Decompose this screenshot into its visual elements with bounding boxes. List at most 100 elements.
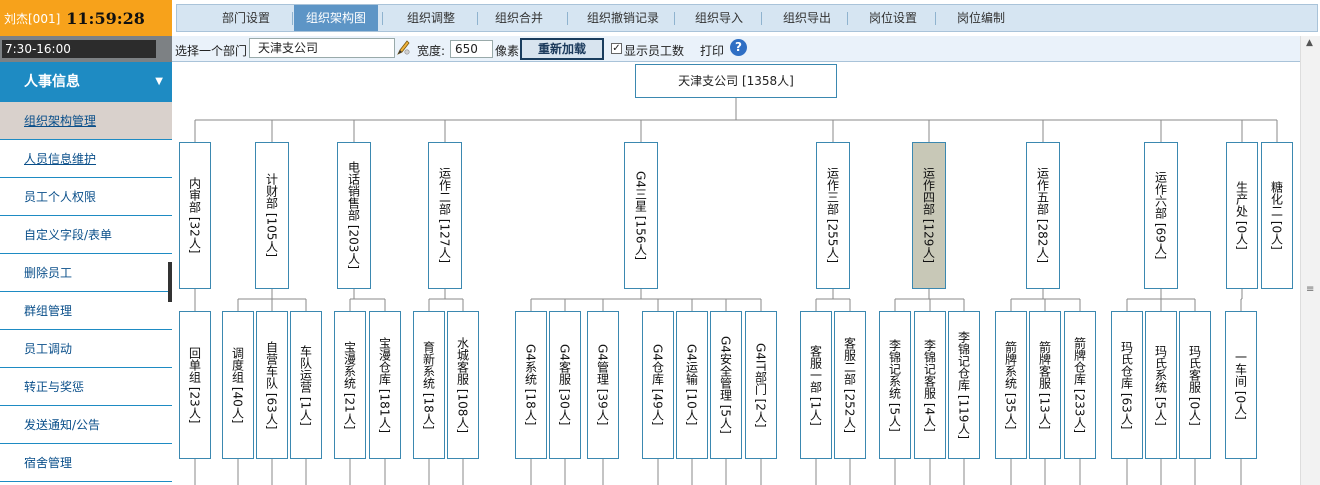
org-node-level2[interactable]: G4客服 [30人] bbox=[549, 311, 581, 459]
org-node-level2[interactable]: 箭牌客服 [13人] bbox=[1029, 311, 1061, 459]
org-node-level1[interactable]: 糖化二 [0人] bbox=[1261, 142, 1293, 289]
scrollbar-grip-icon[interactable]: ≡ bbox=[1306, 284, 1315, 295]
sidebar-item-group-management[interactable]: 群组管理 bbox=[0, 292, 172, 330]
vertical-scrollbar[interactable]: ▲ ≡ bbox=[1300, 36, 1320, 485]
sidebar-item-employee-permissions[interactable]: 员工个人权限 bbox=[0, 178, 172, 216]
org-node-label: G4系统 [18人] bbox=[523, 344, 538, 426]
org-node-level2[interactable]: 李锦记仓库 [119人] bbox=[948, 311, 980, 459]
tab-dept-settings[interactable]: 部门设置 bbox=[221, 11, 270, 25]
tab-position-settings[interactable]: 岗位设置 bbox=[868, 11, 917, 25]
department-input[interactable]: 天津支公司 bbox=[249, 38, 395, 58]
org-node-label: G4客服 [30人] bbox=[557, 344, 572, 426]
org-node-level2[interactable]: G4仓库 [49人] bbox=[642, 311, 674, 459]
org-node-level2[interactable]: G4IT部门 [2人] bbox=[745, 311, 777, 459]
sidebar-splitter-handle[interactable] bbox=[168, 262, 174, 302]
org-node-label: G4安全管理 [5人] bbox=[718, 336, 733, 434]
org-root-node[interactable]: 天津支公司 [1358人] bbox=[635, 64, 837, 98]
sidebar-item-dormitory[interactable]: 宿舍管理 bbox=[0, 444, 172, 482]
org-node-label: G4IT部门 [2人] bbox=[753, 342, 768, 428]
sidebar-item-transfer[interactable]: 员工调动 bbox=[0, 330, 172, 368]
org-node-level2[interactable]: 李锦记客服 [4人] bbox=[914, 311, 946, 459]
org-node-level2[interactable]: 箭牌系统 [35人] bbox=[995, 311, 1027, 459]
tab-org-merge[interactable]: 组织合并 bbox=[494, 11, 543, 25]
shift-bar: 7:30-16:00 bbox=[0, 36, 172, 62]
org-node-level2[interactable]: 调度组 [40人] bbox=[222, 311, 254, 459]
org-chart-connectors bbox=[194, 98, 1278, 485]
org-node-label: 内审部 [32人] bbox=[187, 177, 202, 254]
tab-divider bbox=[674, 12, 675, 25]
org-chart: 天津支公司 [1358人] 内审部 [32人] 计财部 [105人] 电话销售部 [… bbox=[172, 62, 1300, 485]
sidebar-item-delete-employee[interactable]: 删除员工 bbox=[0, 254, 172, 292]
org-node-level2[interactable]: 箭牌仓库 [233人] bbox=[1064, 311, 1096, 459]
org-node-level2[interactable]: 玛氏仓库 [63人] bbox=[1111, 311, 1143, 459]
org-node-level2[interactable]: 育新系统 [18人] bbox=[413, 311, 445, 459]
show-employee-count-checkbox[interactable]: ✓ bbox=[611, 43, 622, 54]
org-node-level1[interactable]: 运作四部 [129人] bbox=[912, 142, 946, 289]
org-node-label: 箭牌客服 [13人] bbox=[1037, 340, 1052, 430]
org-node-label: 运作二部 [127人] bbox=[437, 167, 452, 264]
tab-org-import[interactable]: 组织导入 bbox=[694, 11, 743, 25]
unit-label: 像素 bbox=[495, 44, 520, 58]
org-node-level1[interactable]: 运作三部 [255人] bbox=[816, 142, 850, 289]
show-employee-count-label: 显示员工数 bbox=[624, 44, 685, 58]
scroll-up-icon[interactable]: ▲ bbox=[1306, 38, 1313, 48]
left-sidebar: 刘杰[001] 11:59:28 7:30-16:00 人事信息 ▼ 组织架构管… bbox=[0, 0, 172, 485]
org-node-level1[interactable]: 计财部 [105人] bbox=[255, 142, 289, 289]
org-node-level2[interactable]: 客服二部 [252人] bbox=[834, 311, 866, 459]
org-node-level2[interactable]: 水城客服 [108人] bbox=[447, 311, 479, 459]
org-node-level1[interactable]: 电话销售部 [203人] bbox=[337, 142, 371, 289]
org-node-level1[interactable]: 运作六部 [69人] bbox=[1144, 142, 1178, 289]
org-node-level2[interactable]: 一车间 [0人] bbox=[1225, 311, 1257, 459]
tab-position-quota[interactable]: 岗位编制 bbox=[956, 11, 1005, 25]
org-node-label: 宝漫仓库 [181人] bbox=[377, 336, 392, 434]
org-node-label: 运作五部 [282人] bbox=[1035, 167, 1050, 264]
tab-row: 部门设置 组织架构图 组织调整 组织合并 组织撤销记录 组织导入 组织导出 岗位… bbox=[176, 4, 1318, 32]
tab-org-adjust[interactable]: 组织调整 bbox=[406, 11, 455, 25]
tab-org-revoke-log[interactable]: 组织撤销记录 bbox=[586, 11, 659, 25]
width-input[interactable]: 650 bbox=[450, 40, 493, 58]
org-node-level2[interactable]: 车队运营 [1人] bbox=[290, 311, 322, 459]
org-node-level1[interactable]: 运作五部 [282人] bbox=[1026, 142, 1060, 289]
reload-button[interactable]: 重新加载 bbox=[520, 38, 604, 60]
org-node-level2[interactable]: 玛氏客服 [0人] bbox=[1179, 311, 1211, 459]
org-node-level1[interactable]: 生产处 [0人] bbox=[1226, 142, 1258, 289]
org-node-level2[interactable]: 玛氏系统 [5人] bbox=[1145, 311, 1177, 459]
org-node-level2[interactable]: 宝漫系统 [21人] bbox=[334, 311, 366, 459]
tab-divider bbox=[761, 12, 762, 25]
org-node-level2[interactable]: 自营车队 [63人] bbox=[256, 311, 288, 459]
tab-divider bbox=[935, 12, 936, 25]
help-icon[interactable]: ? bbox=[730, 39, 747, 56]
org-node-level1[interactable]: G4三星 [156人] bbox=[624, 142, 658, 289]
menu-section-header[interactable]: 人事信息 ▼ bbox=[0, 62, 172, 102]
org-node-level2[interactable]: G4管理 [39人] bbox=[587, 311, 619, 459]
tab-divider bbox=[567, 12, 568, 25]
org-node-label: G4运输 [10人] bbox=[684, 344, 699, 426]
print-link[interactable]: 打印 bbox=[700, 44, 725, 58]
org-node-label: G4仓库 [49人] bbox=[650, 344, 665, 426]
shift-time: 7:30-16:00 bbox=[2, 40, 156, 58]
sidebar-item-notices[interactable]: 发送通知/公告 bbox=[0, 406, 172, 444]
tab-org-chart[interactable]: 组织架构图 bbox=[294, 5, 378, 31]
sidebar-item-employee-info[interactable]: 人员信息维护 bbox=[0, 140, 172, 178]
org-node-level1[interactable]: 内审部 [32人] bbox=[179, 142, 211, 289]
toolbar: 选择一个部门 天津支公司 宽度: 650 像素 重新加载 ✓ 显示员工数 打印 … bbox=[172, 36, 1300, 62]
org-node-label: 宝漫系统 [21人] bbox=[342, 340, 357, 430]
caret-down-icon[interactable]: ▼ bbox=[155, 76, 163, 87]
org-node-level2[interactable]: 宝漫仓库 [181人] bbox=[369, 311, 401, 459]
sidebar-item-regularization[interactable]: 转正与奖惩 bbox=[0, 368, 172, 406]
org-node-level2[interactable]: G4安全管理 [5人] bbox=[710, 311, 742, 459]
org-node-level2[interactable]: 客服一部 [1人] bbox=[800, 311, 832, 459]
org-node-level2[interactable]: G4运输 [10人] bbox=[676, 311, 708, 459]
tab-org-export[interactable]: 组织导出 bbox=[782, 11, 831, 25]
sidebar-item-custom-fields[interactable]: 自定义字段/表单 bbox=[0, 216, 172, 254]
org-node-label: 电话销售部 [203人] bbox=[346, 161, 361, 270]
pencil-icon[interactable] bbox=[395, 39, 411, 57]
org-node-level2[interactable]: 李锦记系统 [5人] bbox=[879, 311, 911, 459]
org-node-level1[interactable]: 运作二部 [127人] bbox=[428, 142, 462, 289]
main-area: 部门设置 组织架构图 组织调整 组织合并 组织撤销记录 组织导入 组织导出 岗位… bbox=[172, 0, 1320, 485]
tab-divider bbox=[382, 12, 383, 25]
org-node-level2[interactable]: 回单组 [23人] bbox=[179, 311, 211, 459]
org-node-label: 生产处 [0人] bbox=[1234, 181, 1249, 250]
sidebar-item-org-management[interactable]: 组织架构管理 bbox=[0, 102, 172, 140]
org-node-level2[interactable]: G4系统 [18人] bbox=[515, 311, 547, 459]
